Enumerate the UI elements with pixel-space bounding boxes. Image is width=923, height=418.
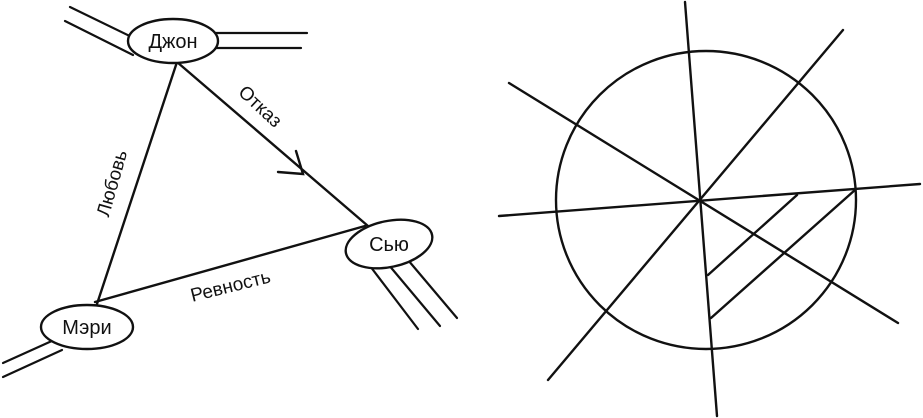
edge-love-label: Любовь — [93, 148, 132, 219]
node-mary: Мэри — [39, 303, 135, 351]
mary-line-1 — [1, 338, 56, 365]
circle — [554, 49, 858, 351]
node-john: Джон — [126, 17, 220, 65]
node-sue-label: Сью — [369, 234, 409, 256]
node-john-label: Джон — [148, 31, 197, 53]
edge-jealousy — [93, 224, 367, 304]
sue-line-3 — [406, 258, 459, 320]
circle-diagram — [497, 0, 922, 418]
rejection-arrowhead — [276, 149, 305, 176]
ray-horizontal — [497, 182, 922, 218]
node-mary-label: Мэри — [62, 317, 111, 339]
sue-line-2 — [386, 262, 442, 328]
ray-diagonal-down — [507, 81, 900, 325]
ray-vertical — [683, 0, 719, 418]
node-sue: Сью — [344, 218, 434, 270]
edge-love — [93, 60, 179, 312]
triangle-diagram: Джон Сью Мэри Любовь Отказ Ревность — [1, 5, 459, 379]
sue-line-1 — [368, 264, 420, 331]
john-line-upper-left-2 — [63, 19, 135, 57]
edge-rejection-label: Отказ — [234, 82, 286, 132]
mary-line-2 — [1, 348, 64, 379]
ray-diagonal-up — [546, 28, 845, 382]
inner-line-2 — [709, 188, 857, 320]
inner-line-1 — [706, 193, 799, 277]
edge-rejection — [175, 60, 370, 228]
